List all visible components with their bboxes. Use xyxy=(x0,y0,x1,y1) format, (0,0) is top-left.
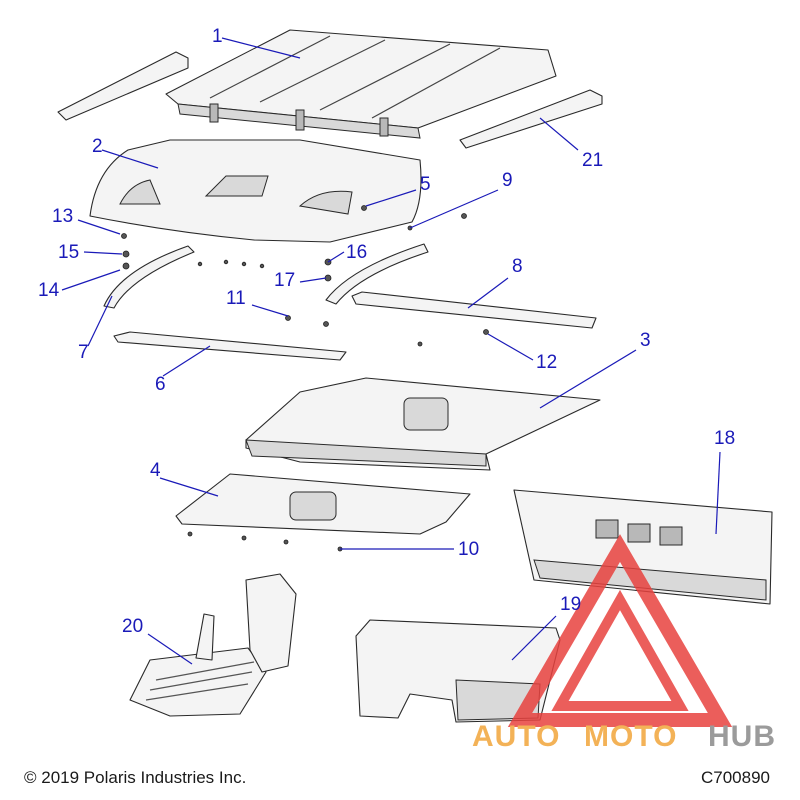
callout-leader-20 xyxy=(147,633,193,665)
part-8-rear-trim xyxy=(351,291,597,329)
part-21-roof-rail xyxy=(57,51,603,149)
callout-leader-16 xyxy=(327,251,345,263)
watermark-word-hub: HUB xyxy=(708,720,776,753)
part-2-headliner xyxy=(89,139,422,243)
copyright-text: © 2019 Polaris Industries Inc. xyxy=(24,768,247,787)
callout-leader-1 xyxy=(221,37,301,59)
callout-label-10: 10 xyxy=(458,539,479,560)
callout-label-21: 21 xyxy=(582,150,603,171)
callout-label-11: 11 xyxy=(226,288,246,309)
watermark-word-moto: MOTO xyxy=(584,720,677,753)
callout-leader-17 xyxy=(299,277,327,283)
part-4-floor-panel xyxy=(175,473,471,535)
part-1-roof xyxy=(165,29,557,139)
callout-leader-2 xyxy=(101,149,159,169)
callout-leader-8 xyxy=(467,277,509,309)
callout-leader-19 xyxy=(511,615,557,661)
callout-leader-9 xyxy=(409,189,499,229)
callout-leader-6 xyxy=(162,345,211,377)
callout-label-5: 5 xyxy=(420,174,431,195)
callout-leader-18 xyxy=(715,451,721,535)
callout-label-2: 2 xyxy=(92,136,103,157)
callout-label-15: 15 xyxy=(58,242,79,263)
callout-leader-5 xyxy=(365,189,417,207)
callout-label-3: 3 xyxy=(640,330,651,351)
callout-leader-14 xyxy=(61,269,121,291)
callout-label-7: 7 xyxy=(78,342,89,363)
callout-label-17: 17 xyxy=(274,270,295,291)
callout-leader-4 xyxy=(159,477,219,497)
callout-leader-11 xyxy=(251,304,289,317)
callout-label-6: 6 xyxy=(155,374,166,395)
callout-leader-3 xyxy=(539,349,637,409)
diagram-part-number: C700890 xyxy=(700,768,770,787)
part-7-side-trim xyxy=(103,243,429,309)
callout-label-9: 9 xyxy=(502,170,513,191)
callout-leader-12 xyxy=(487,333,534,361)
watermark-logo: AUTO MOTO HUB xyxy=(472,534,776,753)
callout-leader-15 xyxy=(83,251,123,255)
callout-label-12: 12 xyxy=(536,352,557,373)
callout-label-8: 8 xyxy=(512,256,523,277)
callout-label-19: 19 xyxy=(560,594,581,615)
part-18-rear-wall xyxy=(513,489,773,605)
watermark-word-auto: AUTO xyxy=(472,720,560,753)
callout-label-18: 18 xyxy=(714,428,735,449)
callout-label-13: 13 xyxy=(52,206,73,227)
part-6-front-trim xyxy=(113,331,347,361)
callout-leader-7 xyxy=(87,295,113,347)
callout-label-20: 20 xyxy=(122,616,143,637)
part-3-floor-liner xyxy=(245,377,601,471)
callout-leader-13 xyxy=(77,219,121,235)
callout-label-1: 1 xyxy=(212,26,223,47)
callout-label-14: 14 xyxy=(38,280,60,301)
callout-label-4: 4 xyxy=(150,460,161,481)
callout-leader-21 xyxy=(539,117,579,151)
callout-label-16: 16 xyxy=(346,242,367,263)
part-20-floor-mat xyxy=(129,573,297,717)
